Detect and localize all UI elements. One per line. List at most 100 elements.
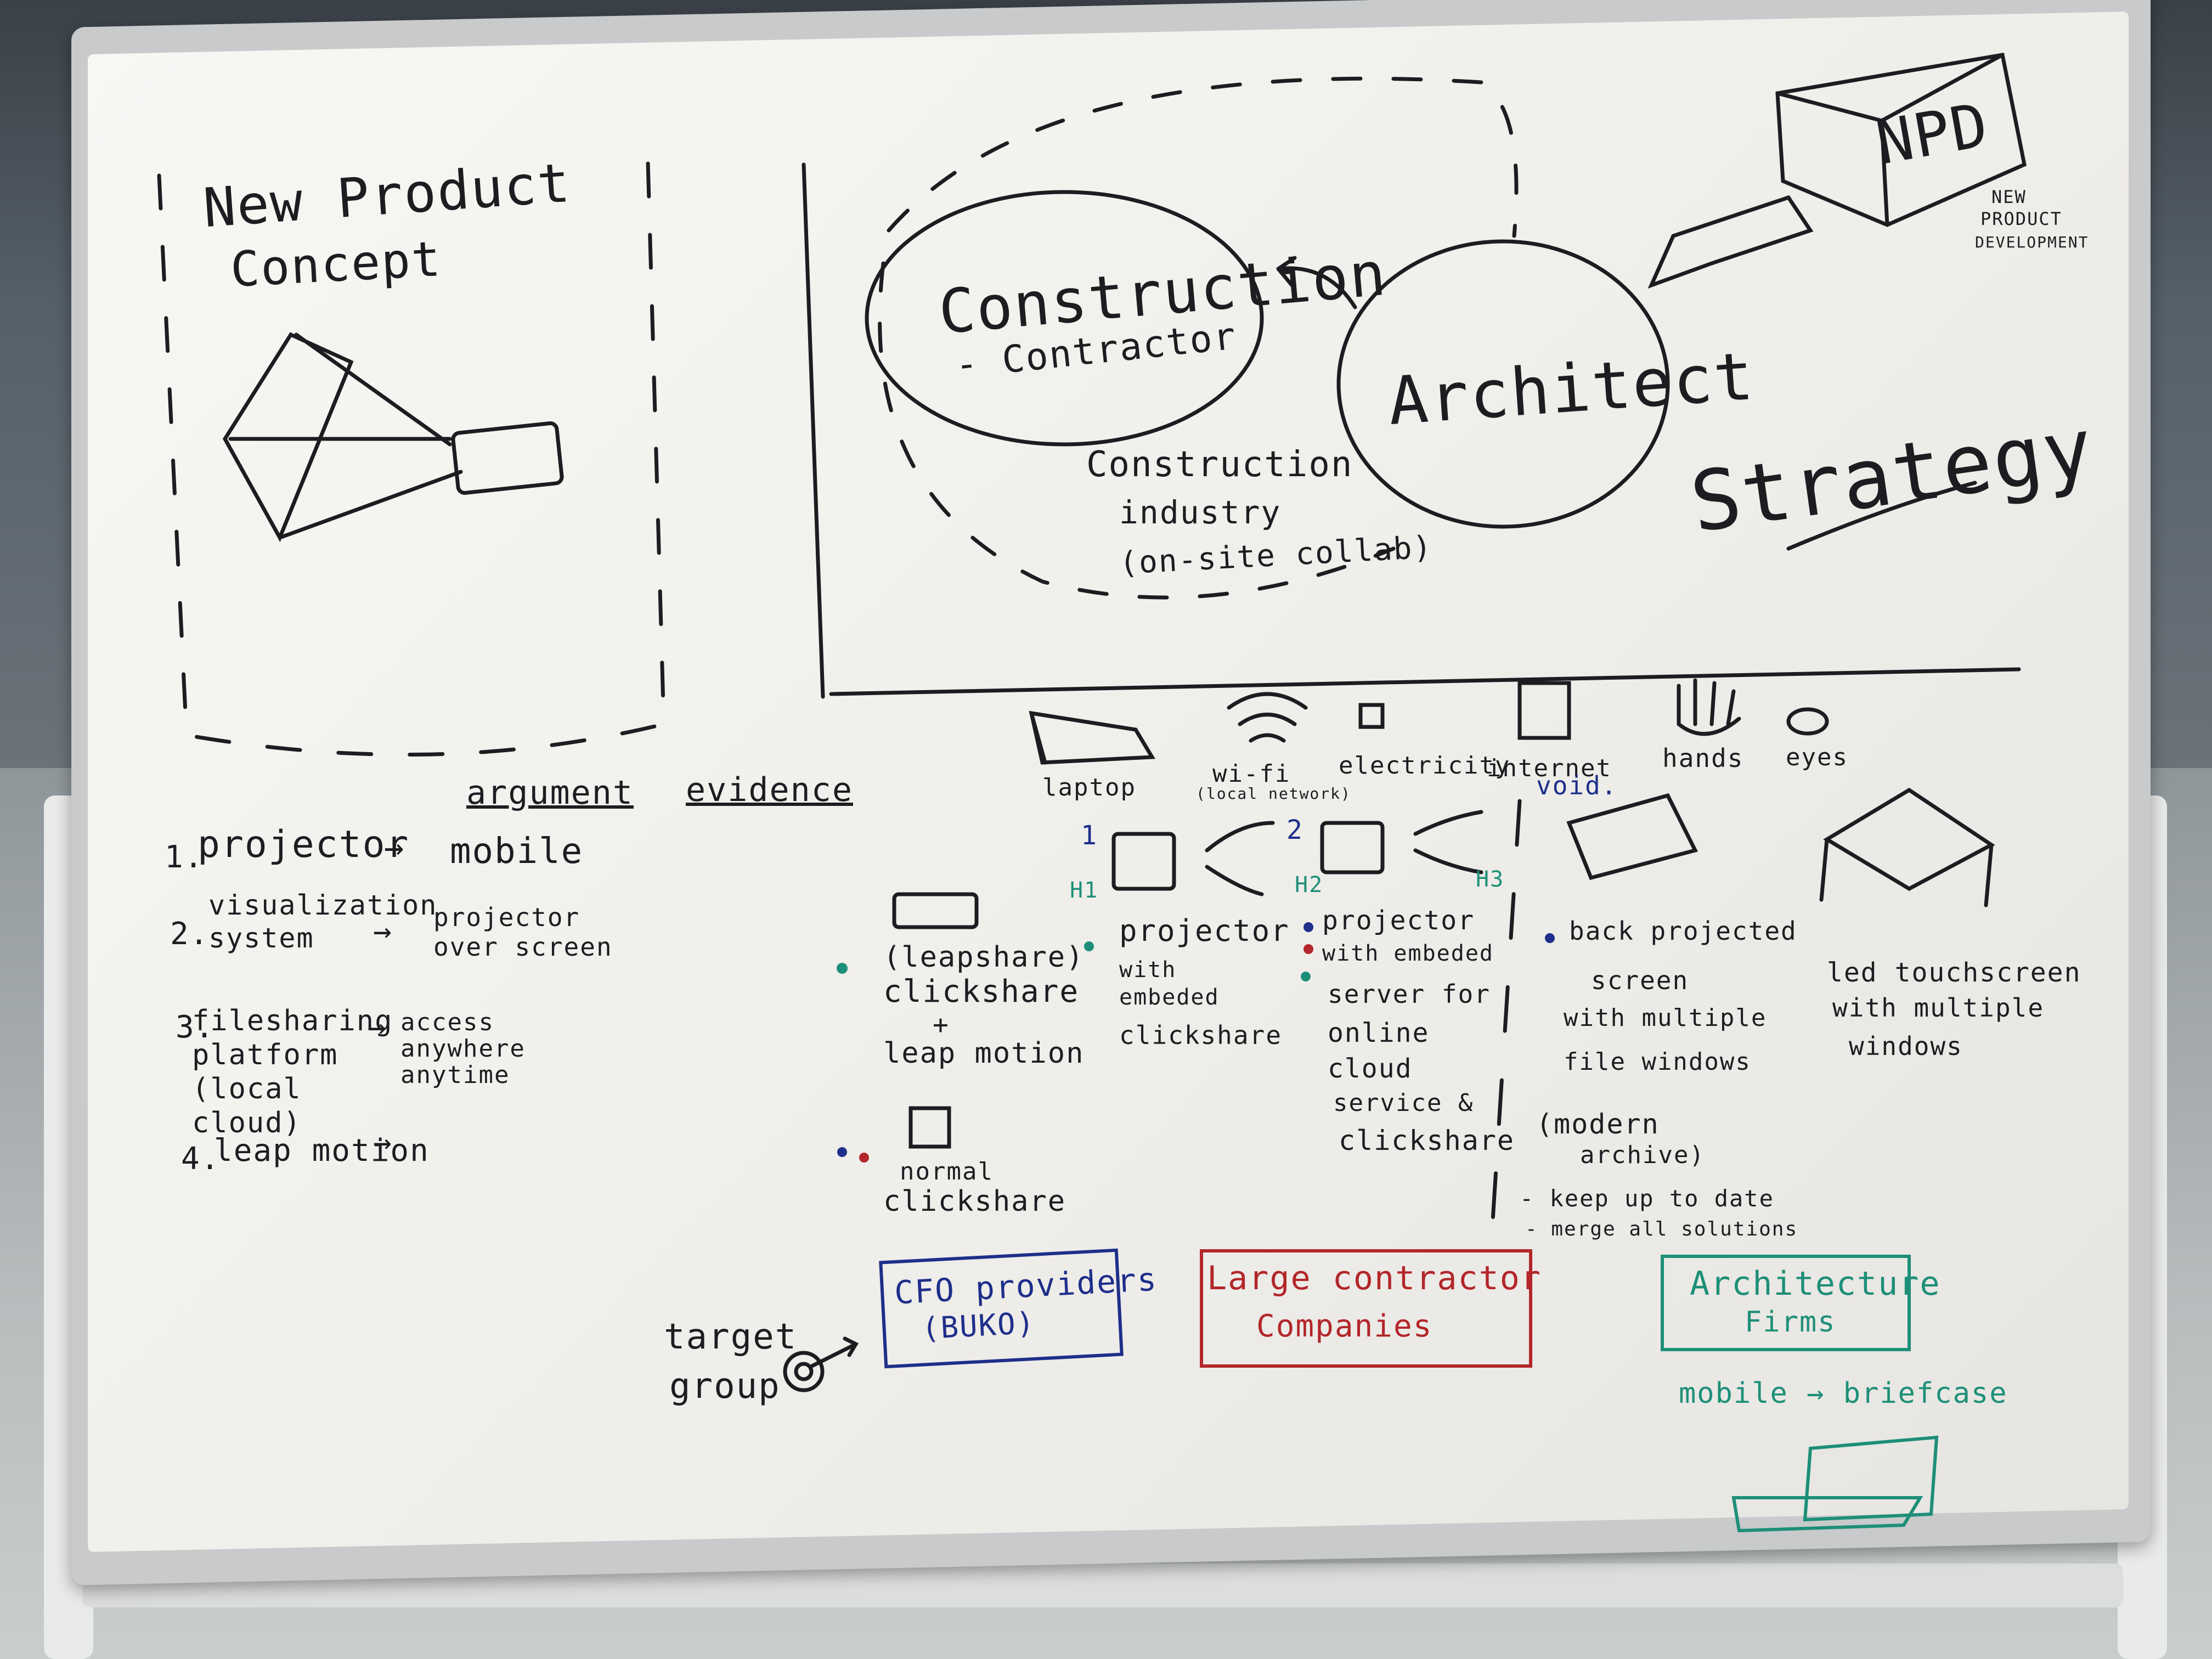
router-icon (1517, 681, 1571, 740)
hypothesis-h1: H1 (1070, 878, 1099, 903)
list-item-1: projector (198, 823, 410, 866)
h3-text-line6: archive) (1580, 1141, 1705, 1169)
blue-dot-2 (1545, 933, 1555, 943)
hand-icon (1677, 678, 1741, 736)
list-item-2-arrow: → (373, 913, 393, 949)
construction-cloud-outline (878, 76, 1519, 600)
architecture-line2: Firms (1745, 1306, 1836, 1339)
teal-dot-1 (837, 963, 848, 974)
touch-table-device (1819, 787, 1995, 907)
list-item-1-arrow: → (384, 828, 405, 867)
option-normal-line1: normal (900, 1158, 994, 1186)
target-label-line2: group (669, 1366, 781, 1407)
npd-caption-line2: PRODUCT (1980, 208, 2062, 229)
architecture-box (1661, 1255, 1911, 1351)
plug-icon (1358, 703, 1385, 729)
h1-text-line1: projector (1119, 913, 1290, 948)
divider-horizontal (829, 667, 2021, 696)
list-item-1-num: 1. (165, 839, 204, 875)
teal-dot-3 (1301, 972, 1311, 981)
list-item-4-num: 4. (181, 1141, 221, 1177)
resource-wifi-sub: (local network) (1196, 785, 1351, 803)
list-item-3-arrow: → (368, 1009, 387, 1045)
option-leapshare-line3: + (933, 1009, 950, 1040)
target-icon (783, 1351, 825, 1392)
h2-projector-device (1320, 821, 1385, 874)
projector-sketch (451, 421, 564, 495)
hypothesis-number-2: 2 (1286, 815, 1304, 845)
resource-hands: hands (1662, 743, 1744, 773)
list-item-2-arg: projector over screen (433, 902, 613, 962)
option-leapshare-line4: leap motion (883, 1037, 1085, 1070)
h2-text-line4: online (1328, 1018, 1430, 1048)
h1-text-line4: clickshare (1119, 1020, 1282, 1050)
projector-cone-sketch (222, 332, 463, 543)
touch-text-line2: with multiple (1832, 993, 2045, 1023)
h2-text-line7: clickshare (1339, 1125, 1515, 1156)
h3-text-line3: with multiple (1564, 1004, 1767, 1032)
briefcase-icon (1731, 1435, 1939, 1533)
option-leapshare-line1: (leapshare) (883, 941, 1085, 974)
hypothesis-number-1: 1 (1081, 820, 1098, 851)
architect-to-construction-arrow (1276, 256, 1357, 309)
large-contractor-line1: Large contractor (1207, 1259, 1542, 1297)
architect-circle (1336, 239, 1670, 529)
construction-circle (865, 190, 1264, 447)
option-normal-line2: clickshare (883, 1185, 1066, 1218)
list-item-4-arrow: → (373, 1125, 393, 1160)
h3-text-line5: (modern (1536, 1108, 1660, 1140)
list-item-3: filesharing platform (local cloud) (192, 1005, 393, 1139)
large-contractor-box (1200, 1249, 1532, 1368)
concept-panel-border (157, 140, 666, 757)
cfo-box (879, 1248, 1124, 1369)
h2-h3-separator (1413, 810, 1483, 874)
back-projected-screen-device (1566, 793, 1699, 881)
h3-text-line8: - merge all solutions (1525, 1218, 1798, 1240)
void-label: void. (1536, 771, 1618, 800)
h3-text-line7: - keep up to date (1520, 1185, 1774, 1212)
teal-dot-2 (1084, 941, 1094, 951)
void-divider (1490, 799, 1522, 1231)
list-item-1-arg: mobile (450, 831, 584, 872)
hypothesis-h3: H3 (1476, 867, 1505, 892)
option-leapshare-line2: clickshare (883, 974, 1080, 1009)
argument-heading: argument (466, 774, 634, 812)
touch-text-line3: windows (1849, 1031, 1963, 1061)
h1-text-line3: embeded (1119, 985, 1220, 1010)
normal-clickshare-device (909, 1106, 951, 1149)
mobile-briefcase-label: mobile → briefcase (1679, 1377, 2008, 1410)
h2-text-line5: cloud (1328, 1053, 1413, 1084)
resource-electricity: electricity (1339, 752, 1511, 780)
laptop-icon (1029, 710, 1156, 765)
resource-wifi: wi-fi (1212, 760, 1291, 788)
h2-text-line1: projector (1322, 905, 1475, 936)
large-contractor-line2: Companies (1256, 1308, 1433, 1344)
h2-text-line3: server for (1328, 979, 1491, 1009)
concept-title-line2: Concept (229, 230, 443, 298)
h1-projector-device (1111, 832, 1176, 891)
red-dot-1 (1304, 944, 1313, 954)
hypothesis-h2: H2 (1295, 872, 1324, 898)
npd-cube (1775, 52, 2027, 227)
resource-eyes: eyes (1786, 743, 1848, 771)
target-label-line1: target (664, 1317, 798, 1357)
blue-dot-3 (837, 1147, 847, 1157)
resource-internet: internet (1487, 754, 1612, 782)
h1-text-line2: with (1119, 957, 1177, 983)
clickshare-leap-device (892, 892, 979, 929)
resource-laptop: laptop (1042, 774, 1136, 802)
h2-text-line6: service & (1333, 1089, 1474, 1117)
industry-line2: industry (1119, 494, 1282, 531)
strategy-underline (1786, 481, 1977, 551)
divider-vertical (802, 162, 825, 699)
eye-icon (1786, 707, 1829, 736)
cfo-line2: (BUKO) (921, 1305, 1036, 1346)
list-item-2: visualization system (208, 889, 438, 954)
list-item-4: leap motion (214, 1133, 430, 1169)
h1-h2-separator (1205, 821, 1275, 896)
list-item-3-arg: access anywhere anytime (400, 1008, 526, 1089)
industry-line1: Construction (1086, 444, 1353, 485)
list-item-2-num: 2. (170, 916, 210, 952)
list-item-3-num: 3. (176, 1009, 215, 1045)
